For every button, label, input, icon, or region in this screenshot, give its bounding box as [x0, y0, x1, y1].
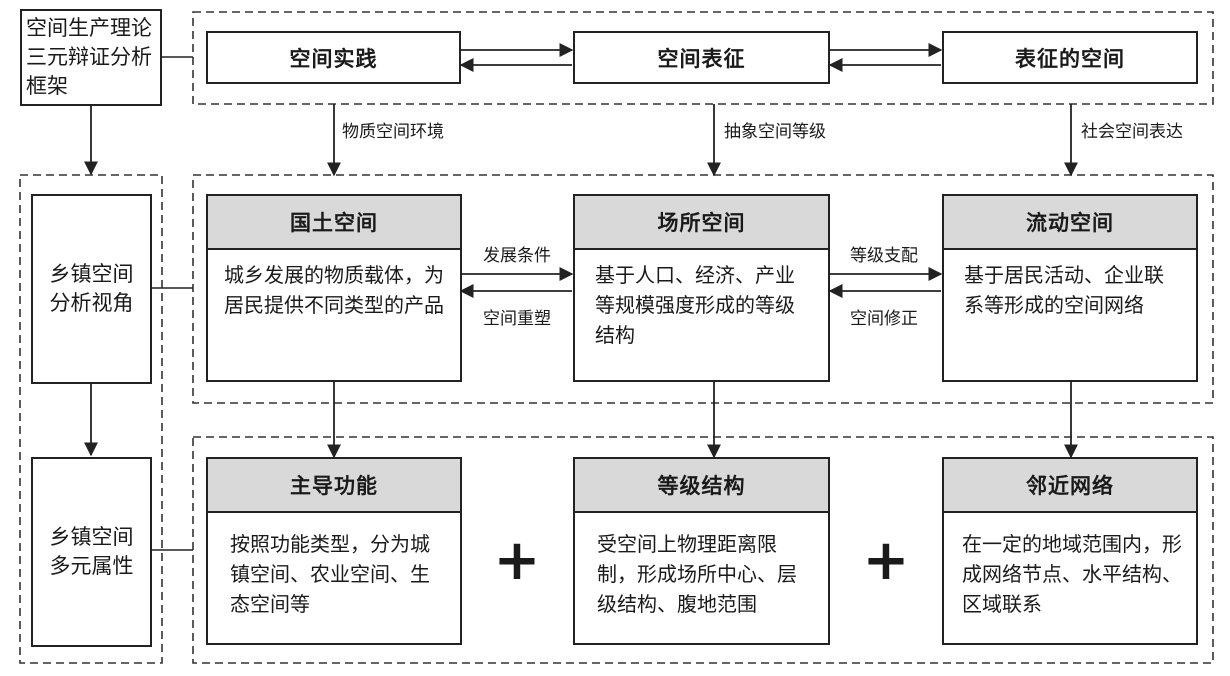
- plus-sign: +: [862, 528, 910, 593]
- link-label-abstract-hierarchy: 抽象空间等级: [724, 122, 826, 142]
- card-text: 基于人口、经济、产业等规模强度形成的等级结构: [595, 263, 795, 347]
- triad-label: 空间表征: [657, 46, 746, 71]
- triad-box-spaces-of-representation: 表征的空间: [942, 31, 1198, 84]
- card-title: 流动空间: [944, 196, 1196, 250]
- card-text: 按照功能类型，分为城镇空间、农业空间、生态空间等: [230, 532, 430, 616]
- card-text: 城乡发展的物质载体，为居民提供不同类型的产品: [224, 263, 444, 317]
- attributes-box: 乡镇空间 多元属性: [31, 457, 152, 647]
- space-card-territorial: 国土空间 城乡发展的物质载体，为居民提供不同类型的产品: [206, 194, 462, 382]
- attr-card-proximity-network: 邻近网络 在一定的地域范围内，形成网络节点、水平结构、区域联系: [942, 457, 1198, 645]
- triad-label: 表征的空间: [1015, 46, 1125, 71]
- card-text: 基于居民活动、企业联系等形成的空间网络: [964, 263, 1164, 317]
- card-text: 受空间上物理距离限制，形成场所中心、层级结构、腹地范围: [597, 532, 797, 616]
- card-text: 在一定的地域范围内，形成网络节点、水平结构、区域联系: [962, 532, 1182, 616]
- perspective-label-line1: 乡镇空间: [49, 262, 134, 286]
- plus-sign: +: [493, 528, 541, 593]
- card-title: 等级结构: [575, 459, 828, 513]
- space-card-place: 场所空间 基于人口、经济、产业等规模强度形成的等级结构: [573, 194, 830, 382]
- framework-label-line2: 三元辩证分析: [26, 45, 152, 69]
- framework-label-line1: 空间生产理论: [26, 16, 152, 40]
- attributes-label-line1: 乡镇空间: [49, 525, 134, 549]
- framework-label-line3: 框架: [26, 74, 68, 98]
- attr-card-dominant-function: 主导功能 按照功能类型，分为城镇空间、农业空间、生态空间等: [206, 457, 462, 645]
- card-title: 国土空间: [208, 196, 460, 250]
- space-card-flow: 流动空间 基于居民活动、企业联系等形成的空间网络: [942, 194, 1198, 382]
- link-label-spatial-reshaping: 空间重塑: [483, 309, 551, 329]
- perspective-label-line2: 分析视角: [49, 291, 134, 315]
- attributes-label-line2: 多元属性: [49, 554, 134, 578]
- link-label-development-conditions: 发展条件: [483, 246, 551, 266]
- link-label-social-expression: 社会空间表达: [1081, 122, 1183, 142]
- framework-box: 空间生产理论 三元辩证分析 框架: [20, 9, 162, 106]
- card-title: 主导功能: [208, 459, 460, 513]
- spaces-group-frame: [192, 174, 1214, 404]
- link-label-material-environment: 物质空间环境: [342, 122, 444, 142]
- link-label-hierarchical-dominance: 等级支配: [850, 246, 918, 266]
- triad-box-representations-of-space: 空间表征: [573, 31, 830, 84]
- card-title: 场所空间: [575, 196, 828, 250]
- link-label-spatial-correction: 空间修正: [850, 309, 918, 329]
- triad-group-frame: [192, 11, 1214, 105]
- triad-box-spatial-practice: 空间实践: [206, 31, 461, 84]
- triad-label: 空间实践: [289, 46, 378, 71]
- attr-card-hierarchy-structure: 等级结构 受空间上物理距离限制，形成场所中心、层级结构、腹地范围: [573, 457, 830, 645]
- perspective-box: 乡镇空间 分析视角: [31, 194, 152, 384]
- card-title: 邻近网络: [944, 459, 1196, 513]
